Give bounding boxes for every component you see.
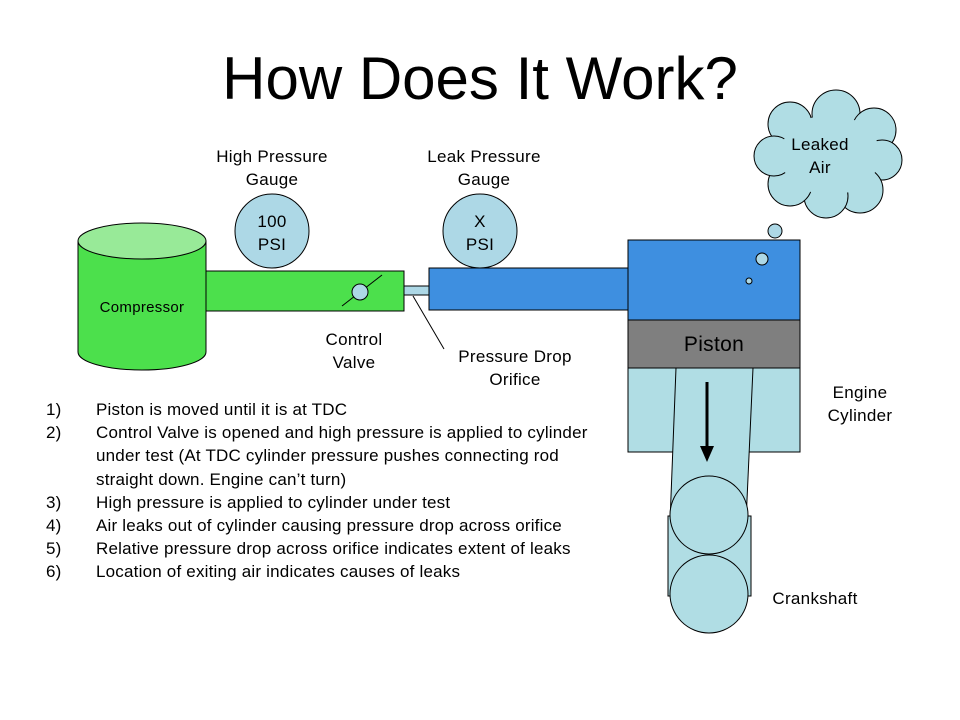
crankshaft-label: Crankshaft — [772, 589, 858, 608]
high-gauge-title: High Pressure Gauge — [216, 147, 328, 189]
control-valve-icon[interactable] — [341, 274, 383, 307]
compressor-tank — [77, 222, 207, 371]
engine-cylinder — [627, 239, 801, 453]
page-title: How Does It Work? — [222, 45, 738, 112]
orifice-label: Pressure Drop Orifice — [458, 347, 572, 389]
steps-list: 1)Piston is moved until it is at TDC 2)C… — [46, 398, 606, 584]
list-item: 1)Piston is moved until it is at TDC — [46, 400, 348, 419]
pressure-drop-orifice — [403, 285, 430, 296]
piston-label: Piston — [683, 333, 745, 356]
control-valve-label: Control Valve — [325, 330, 383, 372]
air-bubbles — [745, 223, 783, 285]
list-item: 2)Control Valve is opened and high press… — [46, 423, 588, 489]
arrow-down-icon — [700, 382, 714, 462]
leak-pressure-pipe — [428, 267, 629, 311]
high-pressure-gauge — [234, 193, 310, 269]
engine-cylinder-label: Engine Cylinder — [827, 383, 893, 425]
high-pressure-pipe — [205, 270, 405, 312]
leak-pressure-gauge — [442, 193, 518, 269]
compressor-label: Compressor — [99, 299, 185, 316]
list-item: 5)Relative pressure drop across orifice … — [46, 539, 571, 559]
crankshaft — [667, 475, 752, 634]
leak-gauge-title: Leak Pressure Gauge — [427, 147, 541, 189]
list-item: 4)Air leaks out of cylinder causing pres… — [46, 516, 562, 536]
piston — [627, 319, 801, 369]
high-gauge-value: 100 PSI — [257, 212, 287, 254]
leaked-air-label: Leaked Air — [791, 135, 849, 177]
list-item: 6)Location of exiting air indicates caus… — [46, 562, 461, 582]
leak-gauge-value: X PSI — [465, 212, 495, 254]
cloud-icon — [753, 89, 903, 219]
list-item: 3)High pressure is applied to cylinder u… — [46, 492, 451, 512]
